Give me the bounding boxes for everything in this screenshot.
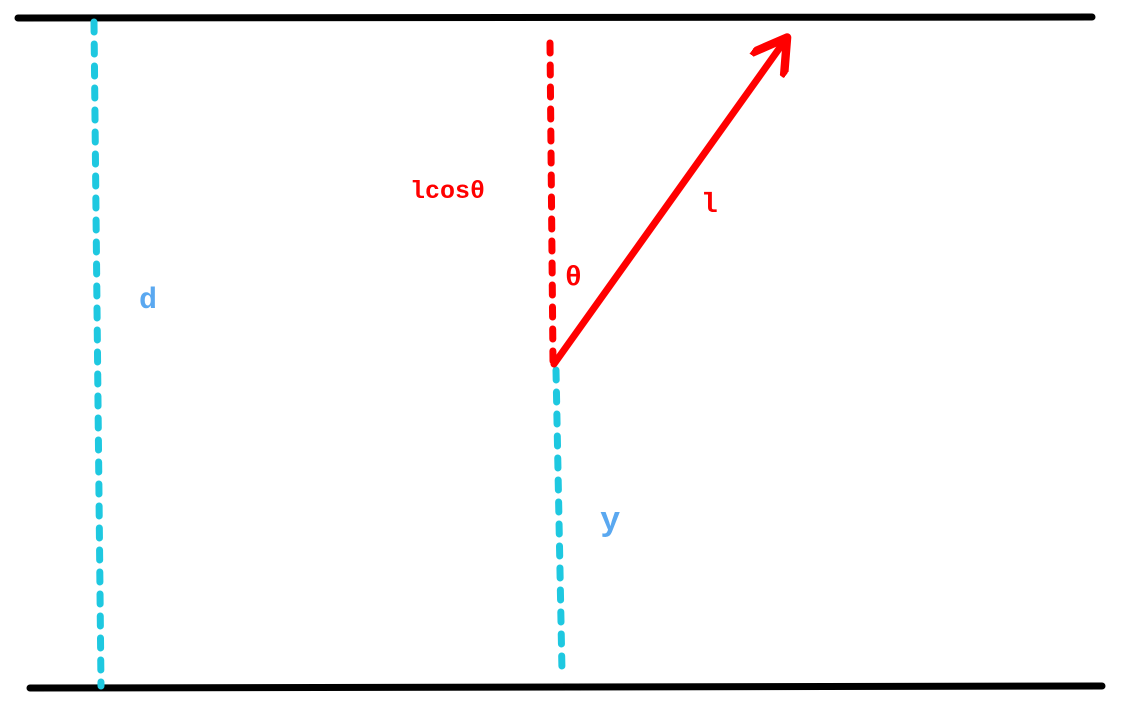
label-l: l [701,190,718,221]
distance-d-line [90,18,105,690]
distance-y-line [552,366,566,676]
projection-lcos-line [546,39,557,366]
label-y: y [600,503,620,541]
label-lcos-theta: lcosθ [410,177,485,206]
needle-arrow [550,46,781,368]
bottom-boundary-line [26,682,1106,692]
label-theta: θ [565,263,582,294]
label-d: d [139,284,157,318]
top-boundary-line [14,13,1096,22]
